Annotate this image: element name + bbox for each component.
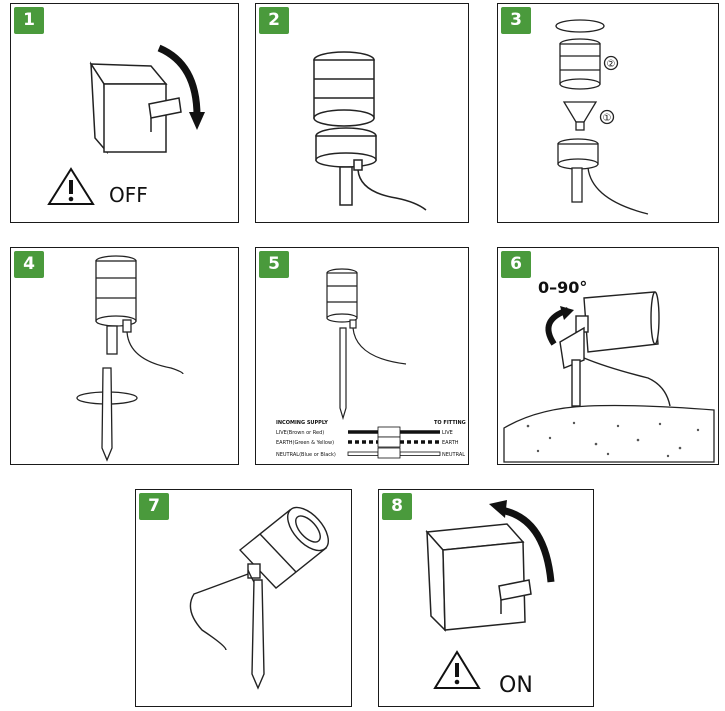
angle-label: 0–90° [538, 278, 587, 297]
step-5-panel: 5 INCOMING SUPPLY TO FITTING LIVE(Brown … [255, 247, 469, 465]
lamp-housing [559, 38, 601, 90]
step-number-badge: 2 [259, 7, 289, 34]
lamp-base [315, 127, 377, 171]
step-4-panel: 4 [10, 247, 239, 465]
ground-spike [571, 167, 583, 203]
wiring-diagram: INCOMING SUPPLY TO FITTING LIVE(Brown or… [276, 420, 466, 459]
ground-spike [251, 579, 265, 690]
rotate-arrow-icon [500, 506, 555, 583]
lamp-housing [583, 291, 660, 353]
ground-spike [571, 359, 581, 407]
neutral-supply-label: NEUTRAL(Blue or Black) [276, 452, 336, 458]
part-marker-2: ② [607, 59, 616, 70]
cable [357, 169, 427, 211]
rotate-arrow-icon [555, 19, 605, 33]
angle-adjust-illustration: 0–90° [503, 278, 715, 463]
step-6-panel: 6 0–90° [497, 247, 719, 465]
cable [583, 357, 671, 407]
cable [587, 167, 649, 215]
step-number-badge: 8 [382, 493, 412, 520]
step-number-badge: 5 [259, 251, 289, 278]
ground-spike [339, 327, 347, 421]
step-number-badge: 1 [14, 7, 44, 34]
step-number-badge: 7 [139, 493, 169, 520]
replace-bulb-illustration: ② ① [555, 19, 649, 215]
step-number-badge: 3 [501, 7, 531, 34]
warning-icon [433, 650, 481, 689]
remove-housing-illustration [313, 51, 427, 211]
installed-light-illustration [189, 506, 329, 690]
rotate-arrow-icon [157, 44, 201, 117]
lamp-housing [95, 255, 137, 327]
live-supply-label: LIVE(Brown or Red) [276, 430, 324, 436]
wiring-illustration: INCOMING SUPPLY TO FITTING LIVE(Brown or… [276, 268, 466, 459]
step-2-panel: 2 [255, 3, 469, 223]
step-3-panel: 3 ② ① [497, 3, 719, 223]
lamp-base [557, 138, 599, 170]
to-fitting-header: TO FITTING [434, 420, 466, 426]
incoming-supply-header: INCOMING SUPPLY [276, 420, 328, 426]
wall-switch-box [89, 61, 182, 155]
neutral-fitting-label: NEUTRAL [442, 452, 465, 458]
step-number-badge: 6 [501, 251, 531, 278]
ground-soil [503, 404, 715, 463]
step-number-badge: 4 [14, 251, 44, 278]
bulb [562, 101, 598, 131]
spike-assembly-illustration [76, 255, 184, 462]
switch-off-illustration: OFF [47, 44, 205, 207]
lamp-housing [326, 268, 358, 323]
switch-on-illustration: ON [425, 500, 555, 698]
cable [126, 331, 184, 375]
cable [189, 573, 249, 651]
step-8-panel: 8 ON [378, 489, 594, 707]
ground-spike [339, 166, 353, 206]
part-marker-1: ① [603, 113, 612, 124]
live-fitting-label: LIVE [442, 430, 453, 436]
lamp-housing [313, 51, 375, 127]
ground-spike [101, 367, 113, 462]
off-label: OFF [109, 183, 148, 207]
warning-icon [47, 167, 95, 205]
lamp-housing [238, 506, 329, 589]
on-label: ON [499, 673, 533, 698]
cable [352, 327, 407, 365]
earth-supply-label: EARTH(Green & Yellow) [276, 440, 334, 446]
soil-speckles [526, 421, 700, 458]
wall-switch-box [425, 523, 532, 632]
step-1-panel: 1 OFF [10, 3, 239, 223]
earth-fitting-label: EARTH [442, 440, 459, 446]
step-7-panel: 7 [135, 489, 352, 707]
